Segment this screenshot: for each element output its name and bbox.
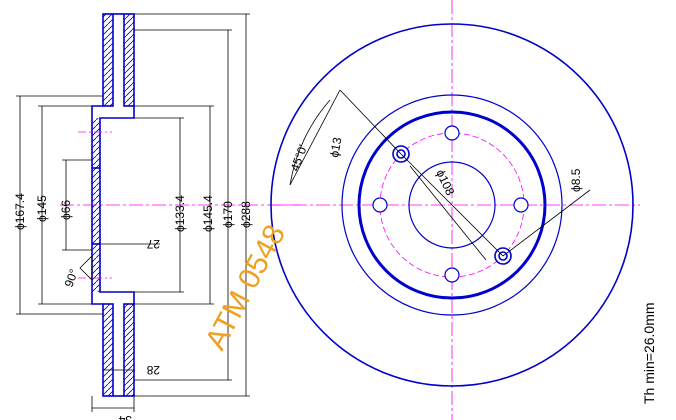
dim-34: 34 — [118, 413, 132, 420]
dim-27: 27 — [146, 237, 160, 251]
dim-d170: ϕ170 — [221, 201, 235, 228]
dim-angle-45: 45°0' — [288, 143, 310, 173]
dim-hole-13: ϕ13 — [327, 136, 344, 159]
outer-rim — [270, 23, 634, 387]
dim-d133-4: ϕ133.4 — [173, 195, 187, 232]
dim-d288: ϕ288 — [239, 201, 253, 228]
min-thickness-note: Th min=26.0mm — [641, 302, 657, 404]
dim-d145-4: ϕ145.4 — [201, 195, 215, 232]
stud-hole — [444, 267, 460, 283]
stud-holes — [372, 125, 529, 283]
hat-outer — [341, 94, 563, 316]
hat-inner — [357, 110, 547, 300]
stud-hole — [372, 197, 388, 213]
dim-pcd-108: ϕ108 — [433, 167, 457, 197]
dim-d145: ϕ145 — [35, 195, 49, 222]
dim-d167-4: ϕ167.4 — [13, 193, 27, 230]
dim-d66: ϕ66 — [59, 200, 73, 220]
disc-section — [91, 13, 135, 397]
front-view: 45°0' ϕ13 ϕ108 ϕ8.5 — [270, 0, 640, 420]
dim-hole-8-5: ϕ8.5 — [569, 168, 583, 192]
watermark: ATM 0548 — [199, 220, 292, 356]
side-dimension-lines — [16, 13, 250, 412]
dim-28: 28 — [146, 363, 160, 377]
dim-angle-90: 90° — [62, 267, 81, 289]
center-bore — [408, 161, 496, 249]
side-view: ϕ167.4 ϕ145 ϕ66 90° ϕ133.4 ϕ145.4 ϕ170 ϕ… — [13, 13, 300, 420]
front-dimension-lines — [289, 89, 591, 261]
stud-hole — [513, 197, 529, 213]
stud-hole — [444, 125, 460, 141]
